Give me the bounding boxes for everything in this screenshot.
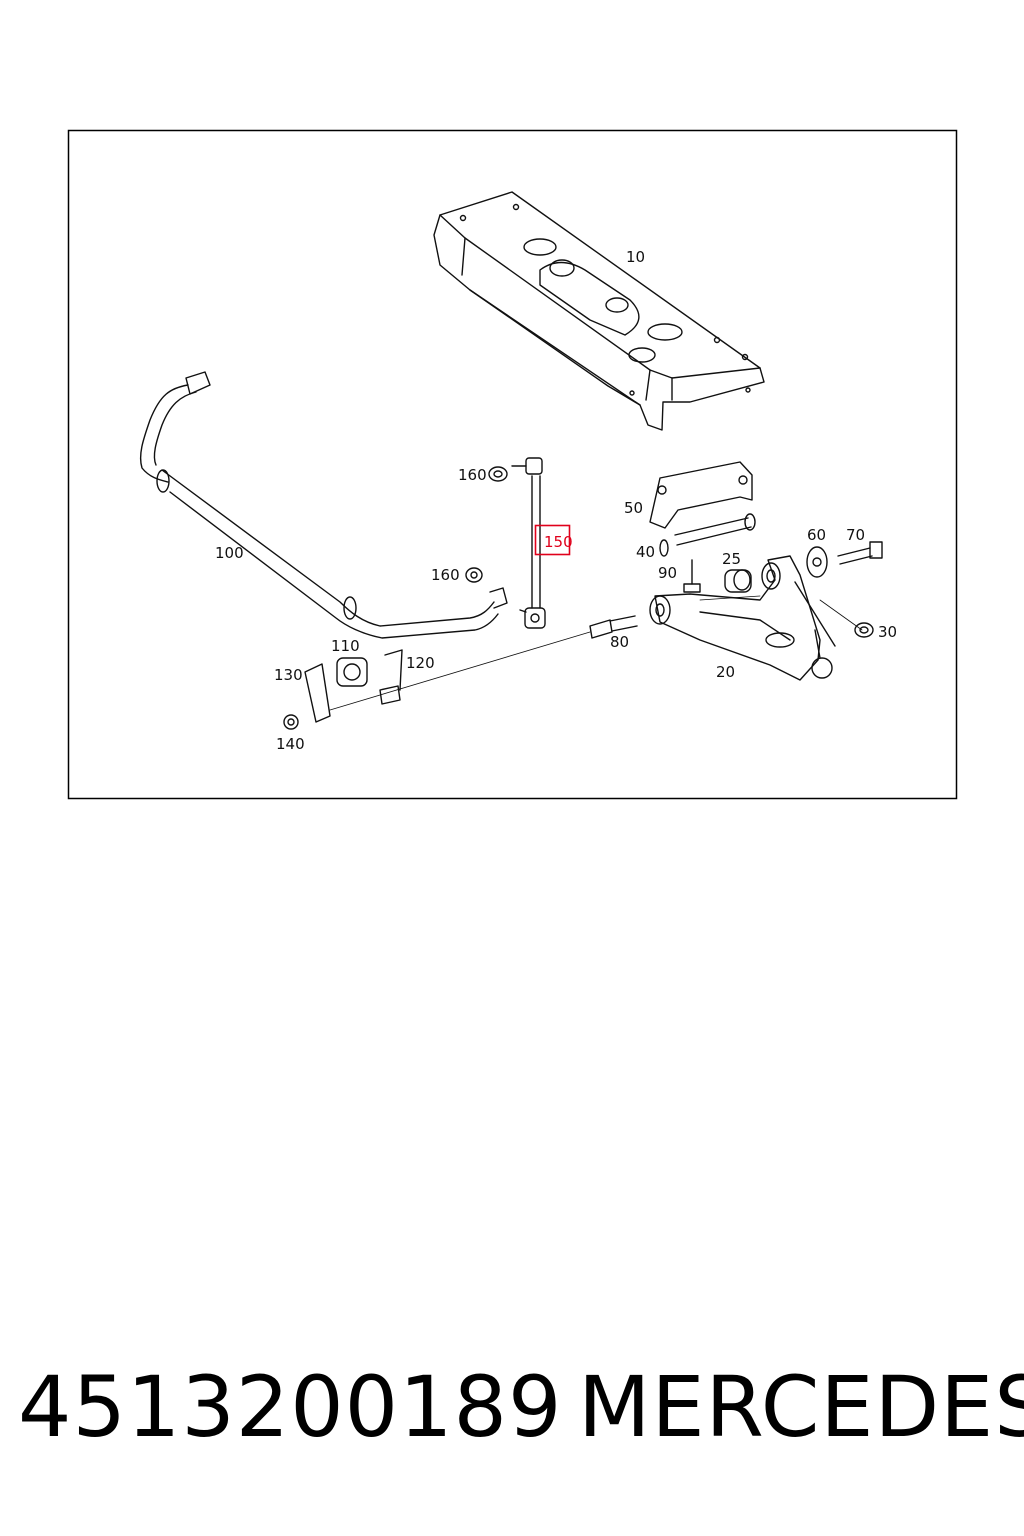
bolt-part — [589, 615, 638, 639]
label-20: 20 — [716, 663, 735, 681]
stabilizer-link-part — [511, 457, 546, 629]
label-90: 90 — [658, 564, 677, 582]
subframe-part — [433, 191, 765, 431]
label-50: 50 — [624, 499, 643, 517]
stabilizer-bar-part — [139, 371, 508, 639]
part-number: 4513200189 — [18, 1358, 563, 1456]
label-160: 160 — [458, 466, 487, 484]
nut-part — [465, 466, 508, 583]
leader-lines — [329, 595, 863, 711]
control-arm-part — [649, 555, 836, 681]
parts-diagram: 10 160 50 60 70 150 100 40 25 90 160 30 … — [67, 129, 958, 800]
label-110: 110 — [331, 637, 360, 655]
label-25: 25 — [722, 550, 741, 568]
highlight-box — [534, 524, 571, 556]
caption: 4513200189 MERCEDES — [0, 1352, 1024, 1462]
brand-name: MERCEDES — [578, 1358, 1024, 1456]
label-150: 150 — [544, 533, 573, 551]
label-120: 120 — [406, 654, 435, 672]
label-140: 140 — [276, 735, 305, 753]
bracket-part — [649, 461, 883, 593]
label-60: 60 — [807, 526, 826, 544]
bushing-clamp-part — [283, 649, 403, 730]
diagram-border — [67, 129, 958, 800]
label-70: 70 — [846, 526, 865, 544]
label-40: 40 — [636, 543, 655, 561]
label-10: 10 — [626, 248, 645, 266]
label-130: 130 — [274, 666, 303, 684]
label-80: 80 — [610, 633, 629, 651]
label-160: 160 — [431, 566, 460, 584]
label-100: 100 — [215, 544, 244, 562]
label-30: 30 — [878, 623, 897, 641]
nut-part — [854, 622, 874, 638]
